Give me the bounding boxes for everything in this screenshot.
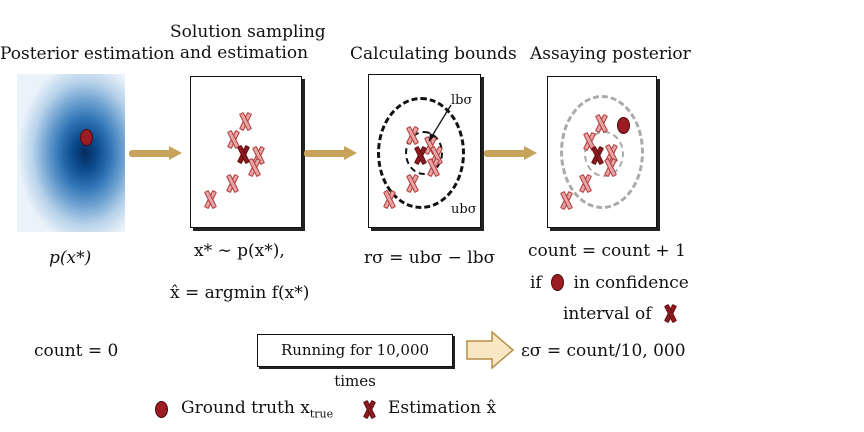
estimate-x-icon xyxy=(362,401,377,418)
count-init: count = 0 xyxy=(34,341,119,361)
sample-x-icon xyxy=(203,191,218,208)
sampling-title: Solution sampling and estimation xyxy=(170,22,326,63)
lb-label: lbσ xyxy=(451,93,473,108)
ub-ring xyxy=(560,95,644,209)
flow-arrow-icon xyxy=(129,146,182,161)
ground-truth-dot-icon xyxy=(551,274,565,291)
flow-arrow-icon xyxy=(484,146,537,161)
assay-title: Assaying posterior xyxy=(530,44,691,64)
assay-line-2: if in confidence xyxy=(530,273,689,293)
flow-arrow-icon xyxy=(466,330,515,370)
sample-x-icon xyxy=(225,175,240,192)
ground-truth-dot-icon xyxy=(80,129,93,146)
bounds-title: Calculating bounds xyxy=(350,44,517,64)
sampling-panel xyxy=(190,76,302,228)
bounds-formula: rσ = ubσ − lbσ xyxy=(364,248,496,268)
estimate-x-icon xyxy=(590,147,605,164)
running-box: Running for 10,000 times xyxy=(257,334,453,390)
legend-ground-truth: Ground truth xtrue xyxy=(181,398,334,421)
sample-x-icon xyxy=(238,113,253,130)
posterior-title: Posterior estimation xyxy=(0,44,175,64)
flow-arrow-icon xyxy=(304,146,357,161)
ub-label: ubσ xyxy=(451,202,477,217)
posterior-heatmap xyxy=(17,74,125,232)
assay-line-1: count = count + 1 xyxy=(528,241,686,261)
estimate-x-icon xyxy=(236,146,251,163)
epsilon-formula: εσ = count/10, 000 xyxy=(521,341,686,361)
sampling-formula-1: x* ∼ p(x*), xyxy=(194,241,285,261)
assay-panel xyxy=(547,76,657,228)
ground-truth-dot-icon xyxy=(617,117,630,134)
posterior-formula: p(x*) xyxy=(49,248,92,268)
sample-x-icon xyxy=(578,175,593,192)
lb-pointer xyxy=(428,104,452,142)
assay-line-3: interval of xyxy=(563,302,678,325)
bounds-panel: lbσ ubσ xyxy=(368,74,481,228)
ub-ring xyxy=(377,97,465,209)
legend-estimation: Estimation x̂ xyxy=(388,398,497,418)
sample-x-icon xyxy=(603,159,618,176)
ground-truth-dot-icon xyxy=(155,401,168,418)
estimate-x-icon xyxy=(663,305,678,322)
sample-x-icon xyxy=(594,115,609,132)
sampling-formula-2: x̂ = argmin f(x*) xyxy=(170,283,310,303)
sample-x-icon xyxy=(559,192,574,209)
